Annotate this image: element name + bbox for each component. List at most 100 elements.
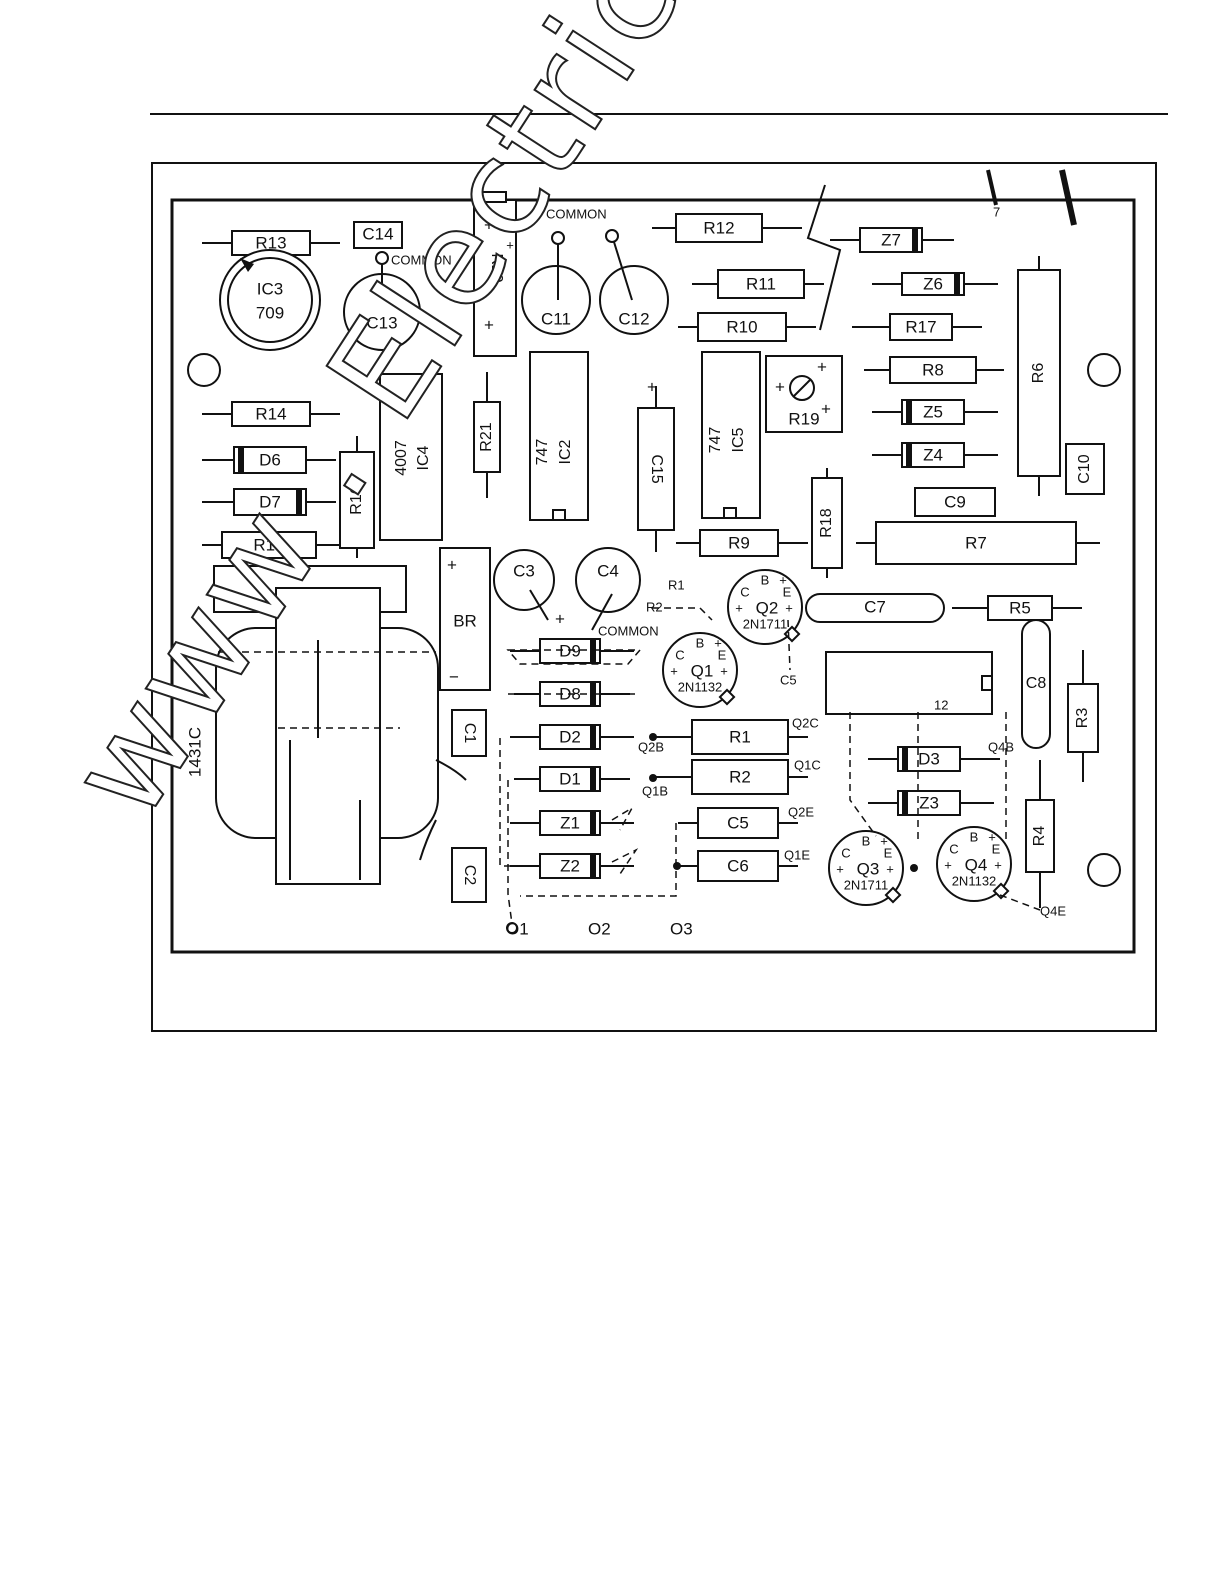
component-body: [697, 850, 779, 882]
dashed-trace: [611, 848, 639, 875]
component-label: R5: [1009, 598, 1031, 617]
junction-dot: [649, 774, 657, 782]
component-body: [339, 451, 375, 549]
component-transformer: [275, 587, 381, 885]
polarity-mark: +: [647, 377, 657, 396]
component-c12: C12: [599, 265, 669, 335]
pin-label: C: [675, 647, 684, 662]
component-body: [691, 759, 789, 795]
top-wire-b: [1059, 169, 1077, 226]
transistor-body: [828, 830, 904, 906]
net-label-q2c: Q2C: [792, 715, 819, 730]
ic3-key-notch: [240, 258, 254, 272]
transistor-tab: [884, 886, 902, 904]
lead-wire: [529, 589, 549, 621]
component-c2: [451, 847, 487, 903]
component-br: [439, 547, 491, 691]
pin-label: B: [862, 833, 871, 848]
figure-label: 1431C: [185, 727, 204, 777]
component-label: Z1: [560, 813, 580, 832]
cathode-band: [238, 447, 244, 473]
pin-label: E: [992, 841, 1001, 856]
pin-label: +: [714, 635, 722, 650]
r20-label: R20: [488, 253, 505, 282]
ic2-part-label: 747: [534, 439, 551, 466]
pin-label: 2N1711: [844, 877, 889, 892]
component-label: R2: [729, 767, 751, 786]
dashed-trace: [849, 712, 877, 837]
ic2-notch: [552, 509, 566, 521]
net-label-r2-arrow: R2: [646, 599, 663, 614]
mounting-hole: [1087, 353, 1121, 387]
component-body: [897, 790, 961, 816]
component-r9: R9: [676, 529, 808, 557]
dashed-trace: [507, 780, 513, 925]
polarity-mark: +: [555, 609, 565, 628]
component-r3: R3: [1067, 650, 1099, 782]
component-body: [691, 719, 789, 755]
zigzag-leader: [806, 184, 842, 331]
cathode-band: [906, 443, 912, 467]
polarity-mark: −: [449, 667, 459, 686]
pin-label: +: [720, 663, 728, 678]
transformer-lead: [419, 819, 437, 861]
component-label: C15: [648, 454, 665, 483]
pin-label: C: [949, 841, 958, 856]
pin-label: +: [944, 857, 952, 872]
component-label: D9: [559, 641, 581, 660]
ic3-part-label: 709: [256, 303, 284, 322]
component-label: R1: [729, 727, 751, 746]
component-r14: R14: [202, 401, 340, 427]
component-z3: Z3: [868, 790, 994, 816]
pin-label: B: [696, 635, 705, 650]
net-label-o1: O1: [506, 919, 529, 938]
component-label: R9: [728, 533, 750, 552]
net-label-o2: O2: [588, 919, 611, 938]
pin-label: +: [779, 572, 787, 587]
ic5-notch: [723, 507, 737, 519]
component-d7: D7: [202, 488, 336, 516]
component-label: C7: [864, 597, 886, 616]
component-c7: [805, 593, 945, 623]
component-body: [697, 807, 779, 839]
component-c1: [451, 709, 487, 757]
transistor-body: [727, 569, 803, 645]
net-label-q2e: Q2E: [788, 804, 814, 819]
component-body: [1067, 683, 1099, 753]
net-label-common-c4: COMMON: [598, 623, 659, 638]
pin-label: +: [994, 857, 1002, 872]
net-label-pin-12: 12: [934, 697, 948, 712]
component-label: D6: [259, 450, 281, 469]
component-label: C12: [618, 309, 649, 328]
component-body: [875, 521, 1077, 565]
component-body: [675, 213, 763, 243]
component-body: [889, 313, 953, 341]
component-label: Z2: [560, 856, 580, 875]
component-label: R12: [703, 218, 734, 237]
component-body: [1065, 443, 1105, 495]
component-r21: R21: [473, 372, 501, 498]
component-body: [901, 272, 965, 296]
transformer-lead: [435, 759, 467, 781]
component-label: D2: [559, 727, 581, 746]
component-body: [901, 399, 965, 425]
br-label: BR: [453, 611, 477, 630]
cathode-band: [590, 725, 596, 749]
component-label: R10: [726, 317, 757, 336]
r19-label: R19: [788, 409, 819, 428]
pin-label: B: [761, 572, 770, 587]
component-label: R13: [255, 233, 286, 252]
dashed-trace: [999, 894, 1041, 911]
pin-label: C: [740, 584, 749, 599]
component-ic3: [227, 257, 313, 343]
component-r12: R12: [652, 213, 802, 243]
component-body: [987, 595, 1053, 621]
component-body: [859, 227, 923, 253]
component-body: [1025, 799, 1055, 873]
r20-tab: [481, 191, 507, 203]
component-body: [1017, 269, 1061, 477]
component-body: [233, 446, 307, 474]
pin-label: +: [670, 663, 678, 678]
ic5-label: IC5: [730, 427, 747, 452]
component-body: [699, 529, 779, 557]
